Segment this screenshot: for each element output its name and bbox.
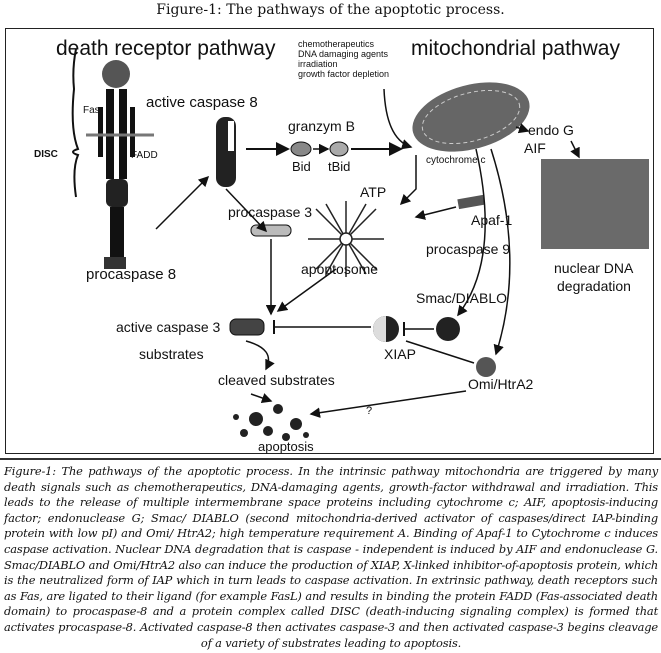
endo-g-label: endo G <box>528 122 574 138</box>
active-caspase-3-label: active caspase 3 <box>116 319 220 335</box>
omi-htra2-icon <box>476 357 496 377</box>
procaspase-3-label: procaspase 3 <box>228 204 312 220</box>
substrates-label: substrates <box>139 346 204 362</box>
nuclear-dna-label: nuclear DNA <box>554 260 634 276</box>
bid-label: Bid <box>292 159 311 174</box>
death-receptor-heading: death receptor pathway <box>56 37 276 60</box>
aif-label: AIF <box>524 140 546 156</box>
apoptosome-label: apoptosome <box>301 261 378 277</box>
apoptotic-cell-illustration <box>233 404 309 441</box>
tbid-icon <box>329 141 349 157</box>
disc-label: DISC <box>34 149 58 160</box>
figure-frame: death receptor pathway mitochondrial pat… <box>5 28 654 454</box>
bid-icon <box>290 141 312 157</box>
figure-title: Figure-1: The pathways of the apoptotic … <box>156 2 505 18</box>
xiap-label: XIAP <box>384 346 416 362</box>
fadd-label: FADD <box>131 150 158 161</box>
signal-4: growth factor depletion <box>298 69 389 79</box>
question-mark: ? <box>366 405 372 417</box>
smac-diablo-label: Smac/DIABLO <box>416 290 507 306</box>
apoptosis-diagram: death receptor pathway mitochondrial pat… <box>34 37 649 454</box>
signal-3: irradiation <box>298 59 338 69</box>
mitochondrion-illustration <box>412 82 530 152</box>
granzym-b-label: granzym B <box>288 118 355 134</box>
caption-divider <box>0 458 661 460</box>
caspase-3-icon <box>229 318 265 336</box>
procaspase-8-label: procaspase 8 <box>86 266 176 283</box>
apoptosis-label: apoptosis <box>258 439 314 454</box>
tbid-label: tBid <box>328 159 350 174</box>
smac-diablo-icon <box>436 317 460 341</box>
atp-label: ATP <box>360 184 386 200</box>
apoptosome-illustration <box>308 201 384 277</box>
fas-label: Fas <box>83 105 100 116</box>
fas-receptor-illustration <box>71 48 154 269</box>
apaf1-label: Apaf-1 <box>471 212 512 228</box>
signal-1: chemotherapeutics <box>298 39 375 49</box>
signal-2: DNA damaging agents <box>298 49 389 59</box>
omi-htra2-label: Omi/HtrA2 <box>468 376 534 392</box>
degradation-label: degradation <box>557 278 631 294</box>
nuclear-dna-image <box>541 159 649 249</box>
procaspase-3-icon <box>250 224 292 237</box>
cleaved-substrates-label: cleaved substrates <box>218 372 335 388</box>
cytochrome-c-label: cytochrome c <box>426 155 485 166</box>
active-caspase-8-label: active caspase 8 <box>146 94 258 111</box>
figure-caption: Figure-1: The pathways of the apoptotic … <box>4 464 658 650</box>
mitochondrial-heading: mitochondrial pathway <box>411 37 620 60</box>
procaspase-9-label: procaspase 9 <box>426 241 510 257</box>
